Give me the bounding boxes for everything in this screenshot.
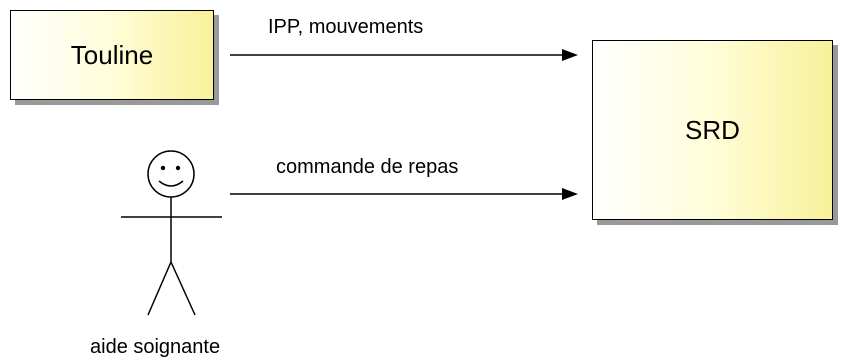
actor-head (147, 150, 195, 198)
actor-left-leg (147, 261, 172, 316)
arrow-actor-to-srd (230, 188, 578, 200)
arrow-touline-to-srd (230, 49, 578, 61)
actor-label: aide soignante (90, 336, 221, 358)
touline-label: Touline (70, 39, 154, 70)
edge-label-ipp-mouvements: IPP, mouvements (268, 16, 424, 38)
edge-label-commande-de-repas: commande de repas (276, 156, 459, 178)
srd-box: SRD (592, 40, 833, 220)
srd-label: SRD (685, 114, 740, 145)
actor-right-leg (170, 261, 196, 316)
arrowhead-icon (562, 49, 578, 61)
stick-figure-icon (121, 150, 222, 316)
touline-box: Touline (10, 10, 214, 100)
arrowhead-icon (562, 188, 578, 200)
